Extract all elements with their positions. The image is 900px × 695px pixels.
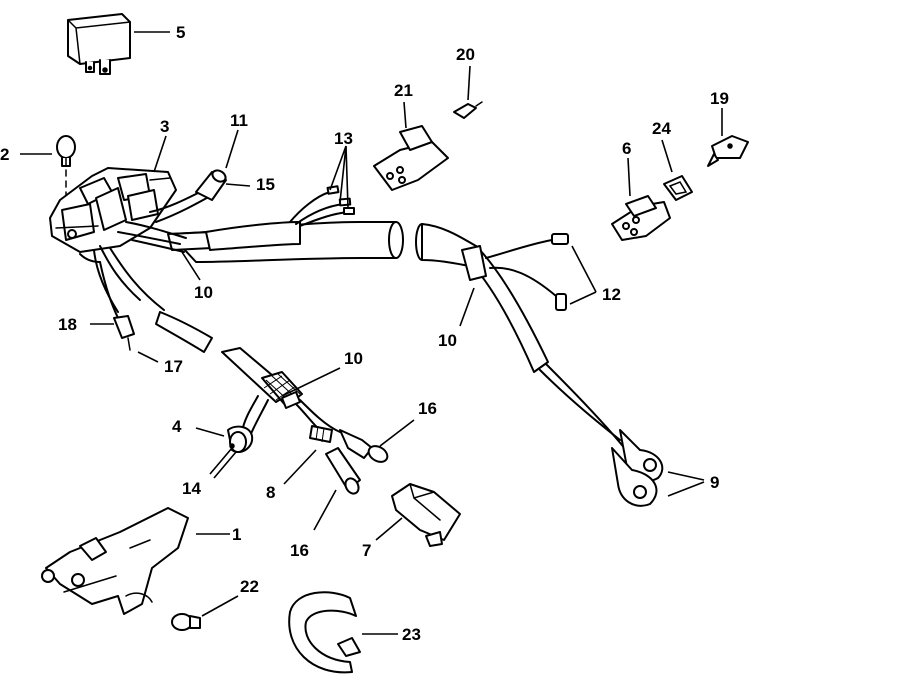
callout-6: 6 — [622, 139, 631, 158]
grommet-part — [227, 395, 269, 454]
callout-4: 4 — [172, 417, 182, 436]
callout-21: 21 — [394, 81, 413, 100]
callout-16-upper: 16 — [418, 399, 437, 418]
callout-12: 12 — [602, 285, 621, 304]
tube-connector-part — [195, 169, 227, 201]
screw-part — [56, 135, 76, 201]
harness-sleeve-upper — [167, 221, 404, 263]
callout-23: 23 — [402, 625, 421, 644]
terminal-block-part — [49, 167, 177, 253]
callout-22: 22 — [240, 577, 259, 596]
bracket-part — [41, 507, 189, 615]
callout-14: 14 — [182, 479, 201, 498]
callout-labels: 5 2 3 11 15 13 21 20 6 24 19 12 10 10 18… — [0, 23, 729, 644]
terminal-wires-part — [289, 185, 355, 227]
callout-20: 20 — [456, 45, 475, 64]
callout-8: 8 — [266, 483, 275, 502]
harness-sleeve-right — [415, 223, 569, 373]
leader-lines — [20, 31, 723, 635]
callout-1: 1 — [232, 525, 241, 544]
plug-part — [391, 483, 461, 547]
harness-sleeve-lower — [155, 311, 303, 409]
callout-19: 19 — [710, 89, 729, 108]
callout-24: 24 — [652, 119, 671, 138]
callout-18: 18 — [58, 315, 77, 334]
callout-10-lower: 10 — [344, 349, 363, 368]
block-wires — [79, 187, 215, 313]
callout-10-upper: 10 — [194, 283, 213, 302]
callout-10-right: 10 — [438, 331, 457, 350]
lower-connectors-part — [295, 399, 389, 495]
lead-connector-part — [99, 261, 135, 351]
relay-part — [67, 13, 131, 75]
callout-11: 11 — [230, 111, 248, 130]
callout-5: 5 — [176, 23, 185, 42]
ring-terminals-part — [539, 363, 664, 507]
callout-15: 15 — [256, 175, 275, 194]
callout-3: 3 — [160, 117, 169, 136]
connector-6-part — [611, 195, 671, 241]
seal-part — [663, 175, 693, 201]
callout-13: 13 — [334, 129, 353, 148]
pin-part — [453, 101, 483, 119]
screw-22-part — [171, 613, 201, 631]
callout-16-lower: 16 — [290, 541, 309, 560]
connector-21-part — [373, 125, 449, 191]
strap-part — [288, 591, 361, 674]
callout-2: 2 — [0, 145, 9, 164]
callout-9: 9 — [710, 473, 719, 492]
callout-7: 7 — [362, 541, 371, 560]
clip-part — [707, 135, 749, 167]
callout-17: 17 — [164, 357, 183, 376]
